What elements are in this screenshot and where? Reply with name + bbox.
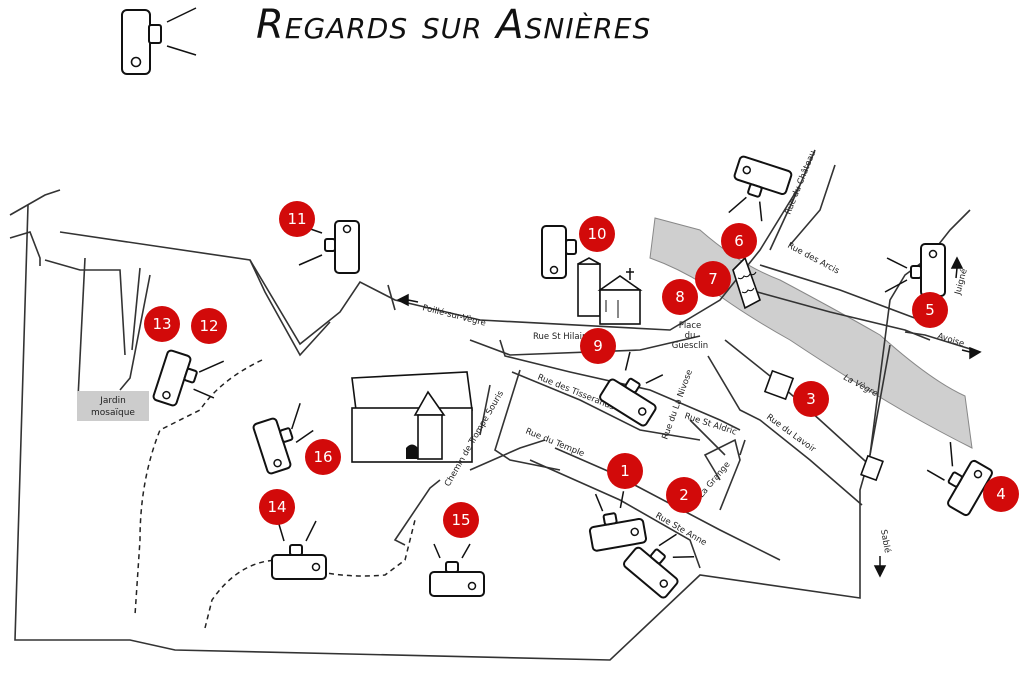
lavoir-building: [763, 369, 795, 401]
church-icon: [577, 257, 643, 325]
garden-label-2: mosaïque: [91, 408, 135, 418]
svg-text:11: 11: [287, 210, 306, 228]
marker-10[interactable]: 10: [579, 216, 615, 252]
svg-text:15: 15: [451, 511, 470, 529]
svg-text:5: 5: [925, 301, 935, 319]
marker-6[interactable]: 6: [721, 223, 757, 259]
svg-text:1: 1: [620, 462, 630, 480]
camera-icon-16: [252, 402, 314, 475]
street-st-hilaire: Rue St Hilaire: [533, 332, 591, 342]
camera-icon-15: [429, 543, 485, 597]
marker-16[interactable]: 16: [305, 439, 341, 475]
street-sable: Sablé: [878, 529, 893, 554]
street-avoise: Avoise: [936, 331, 965, 349]
arrow-down-sable: [873, 556, 887, 578]
svg-text:14: 14: [267, 498, 286, 516]
svg-text:10: 10: [587, 225, 606, 243]
marker-13[interactable]: 13: [144, 306, 180, 342]
arrow-right-avoise: [961, 346, 982, 360]
marker-8[interactable]: 8: [662, 279, 698, 315]
svg-text:3: 3: [806, 390, 816, 408]
marker-11[interactable]: 11: [279, 201, 315, 237]
street-place: Place: [679, 321, 702, 331]
marker-1[interactable]: 1: [607, 453, 643, 489]
svg-text:6: 6: [734, 232, 744, 250]
camera-icon-11: [298, 220, 360, 274]
svg-text:8: 8: [675, 288, 685, 306]
street-temple: Rue du Temple: [524, 427, 586, 460]
street-lavoir: Rue du Lavoir: [764, 412, 817, 455]
street-arcis: Rue des Arcis: [786, 241, 842, 277]
bridge: [732, 256, 761, 310]
camera-icon-9: [599, 351, 664, 427]
arrow-left-poille: [396, 293, 419, 307]
camera-icon-10: [541, 225, 577, 279]
garden-box: [77, 391, 149, 421]
camera-icon-12-13: [152, 349, 225, 407]
svg-text:9: 9: [593, 337, 603, 355]
page-title: Regards sur Asnières: [256, 2, 652, 48]
street-place-2: du: [685, 331, 696, 341]
street-nivose: Rue du La Nivose: [660, 368, 695, 441]
small-structure: [860, 454, 884, 482]
roads: [9, 149, 981, 661]
marker-7[interactable]: 7: [695, 261, 731, 297]
svg-text:2: 2: [679, 486, 689, 504]
street-poille: Poillé-sur-Vègre: [421, 302, 487, 328]
marker-3[interactable]: 3: [793, 381, 829, 417]
camera-icon-1: [588, 491, 648, 552]
street-juigne: Juigné: [952, 268, 970, 297]
camera-icon-5: [884, 243, 946, 297]
marker-5[interactable]: 5: [912, 292, 948, 328]
marker-14[interactable]: 14: [259, 489, 295, 525]
camera-icon-2: [623, 533, 695, 599]
title-camera-icon: [121, 7, 197, 75]
marker-15[interactable]: 15: [443, 502, 479, 538]
svg-text:7: 7: [708, 270, 718, 288]
path-1: [134, 359, 263, 616]
marker-4[interactable]: 4: [983, 476, 1019, 512]
street-place-3: Guesclin: [672, 341, 708, 351]
building-barn: [351, 371, 473, 463]
marker-9[interactable]: 9: [580, 328, 616, 364]
street-ste-anne: Rue Ste Anne: [654, 511, 709, 548]
arrow-up-juigne: [950, 256, 964, 279]
marker-2[interactable]: 2: [666, 477, 702, 513]
svg-text:16: 16: [313, 448, 332, 466]
camera-icon-6: [728, 155, 793, 222]
svg-text:4: 4: [996, 485, 1006, 503]
svg-text:12: 12: [199, 317, 218, 335]
camera-icon-4: [926, 441, 993, 517]
marker-12[interactable]: 12: [191, 308, 227, 344]
garden-label-1: Jardin: [99, 396, 126, 406]
camera-icon-14: [271, 520, 327, 580]
svg-text:13: 13: [152, 315, 171, 333]
